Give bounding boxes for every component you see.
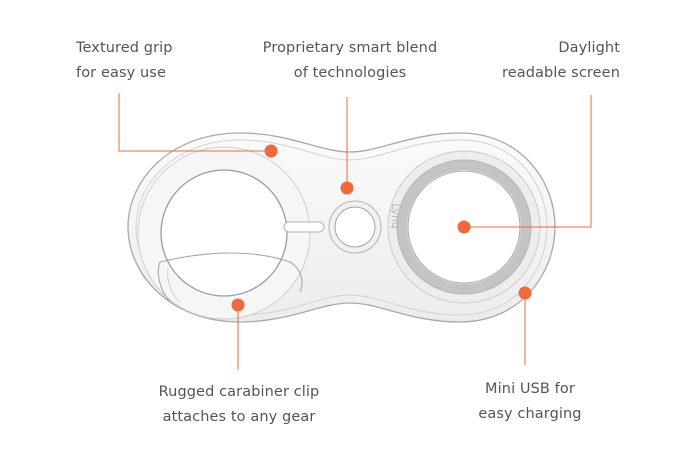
label-mini-usb: Mini USB for easy charging: [460, 377, 600, 427]
label-carabiner-clip: Rugged carabiner clip attaches to any ge…: [134, 380, 344, 430]
label-carabiner-clip-line2: attaches to any gear: [162, 409, 316, 425]
center-button-inner: [334, 206, 376, 248]
label-carabiner-clip-line1: Rugged carabiner clip: [158, 384, 320, 400]
leader-textured-grip: [118, 93, 270, 152]
label-mini-usb-line2: easy charging: [478, 406, 582, 422]
label-smart-blend-line1: Proprietary smart blend: [262, 40, 438, 56]
label-daylight-screen-line1: Daylight: [558, 40, 620, 56]
label-smart-blend: Proprietary smart blend of technologies: [250, 36, 450, 86]
carabiner-clip-gate: [157, 252, 303, 304]
dot-smart-blend: [340, 181, 354, 195]
carabiner-opening: [160, 169, 288, 297]
dot-mini-usb: [518, 286, 532, 300]
label-smart-blend-line2: of technologies: [293, 65, 407, 81]
brand-logo: Lynq: [389, 203, 402, 229]
dot-daylight-screen: [457, 220, 471, 234]
leader-daylight-screen: [464, 95, 592, 228]
dot-carabiner-clip: [231, 298, 245, 312]
label-textured-grip: Textured grip for easy use: [76, 36, 173, 86]
center-slot: [283, 221, 325, 233]
dot-textured-grip: [264, 144, 278, 158]
label-mini-usb-line1: Mini USB for: [485, 381, 575, 397]
label-textured-grip-line2: for easy use: [76, 65, 166, 81]
label-textured-grip-line1: Textured grip: [76, 40, 173, 56]
label-daylight-screen: Daylight readable screen: [502, 36, 620, 86]
label-daylight-screen-line2: readable screen: [501, 65, 620, 81]
carabiner-clip-edge: [167, 267, 181, 303]
